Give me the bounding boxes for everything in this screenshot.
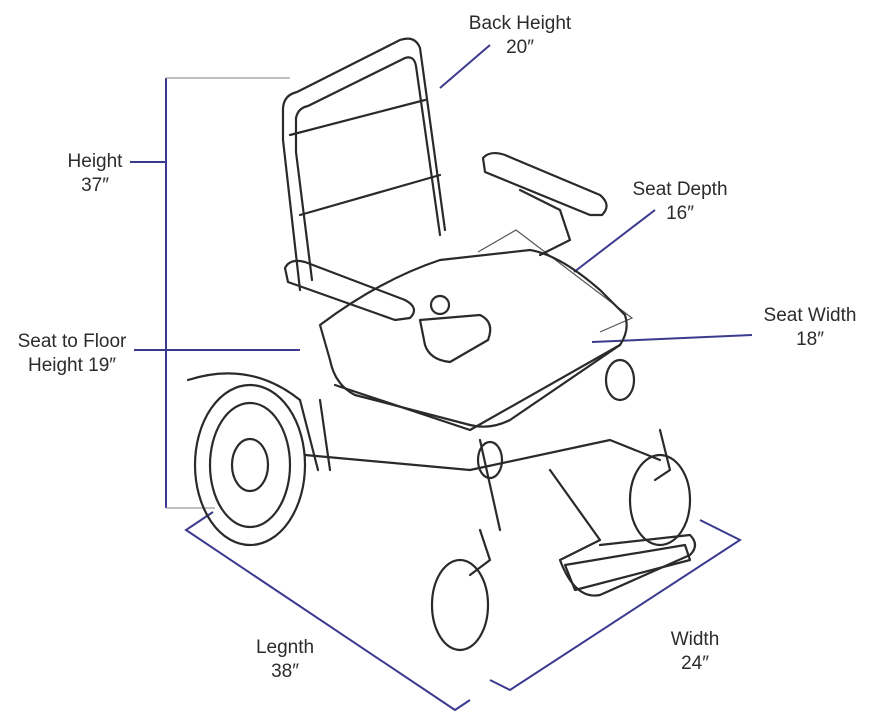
seat-depth-leader [573,209,656,273]
seat-depth-value: 16″ [666,203,694,224]
armrest-left [283,259,416,322]
seat-depth-name: Seat Depth [632,179,728,200]
armrest-right [481,151,608,217]
rear-wheel-outer [193,383,307,547]
footrest-bracket [548,468,697,597]
lower-frame [303,438,662,472]
seat-to-floor-value: Height 19″ [27,355,117,376]
seat-width-name: Seat Width [763,305,857,326]
front-caster-left [430,558,490,652]
back-height-leader [439,44,491,89]
length-dimension-line [184,511,471,712]
length-value: 38″ [271,661,299,682]
caster-fork-left [468,528,492,577]
front-caster-right [628,453,692,547]
dimension-lines [130,44,753,712]
width-value: 24″ [681,653,709,674]
wheelchair-outline [186,37,697,652]
back-height-name: Back Height [468,13,572,34]
joystick-knob [429,294,451,316]
height-name: Height [67,151,123,172]
width-dimension-line [489,519,743,692]
frame-upright-middle [478,438,502,532]
backrest-bar-2 [298,173,442,217]
length-name: Legnth [255,637,315,658]
seat-depth-label: Seat Depth 16″ [620,178,740,226]
height-label: Height 37″ [50,150,140,198]
backrest-top [281,37,447,232]
seat-depth-bracket [477,229,634,333]
backrest-bar-1 [288,98,427,137]
motor-housing-left [476,440,504,480]
footrest-plate [563,543,692,592]
joystick-controller [418,313,492,364]
backrest-left-post [281,138,302,292]
backrest-left-post-inner [294,150,314,282]
frame-upright-left [318,398,332,472]
seat-width-leader [591,334,753,343]
seat-cushion [318,248,628,428]
motor-housing-right [604,358,636,402]
width-label: Width 24″ [650,628,740,676]
back-height-label: Back Height 20″ [455,12,585,60]
seat-edge [333,343,622,432]
seat-width-value: 18″ [796,329,824,350]
seat-width-label: Seat Width 18″ [750,304,870,352]
rear-wheel-fender [186,372,320,472]
rear-wheel-hub [230,437,270,493]
length-label: Legnth 38″ [240,636,330,684]
armrest-right-support [518,188,572,257]
back-height-value: 20″ [506,37,534,58]
seat-to-floor-name: Seat to Floor [17,331,127,352]
width-name: Width [670,629,720,650]
rear-wheel-inner [208,401,292,529]
seat-to-floor-label: Seat to Floor Height 19″ [2,330,142,378]
height-value: 37″ [81,175,109,196]
backrest-inner [294,56,442,237]
caster-fork-right [653,428,672,482]
